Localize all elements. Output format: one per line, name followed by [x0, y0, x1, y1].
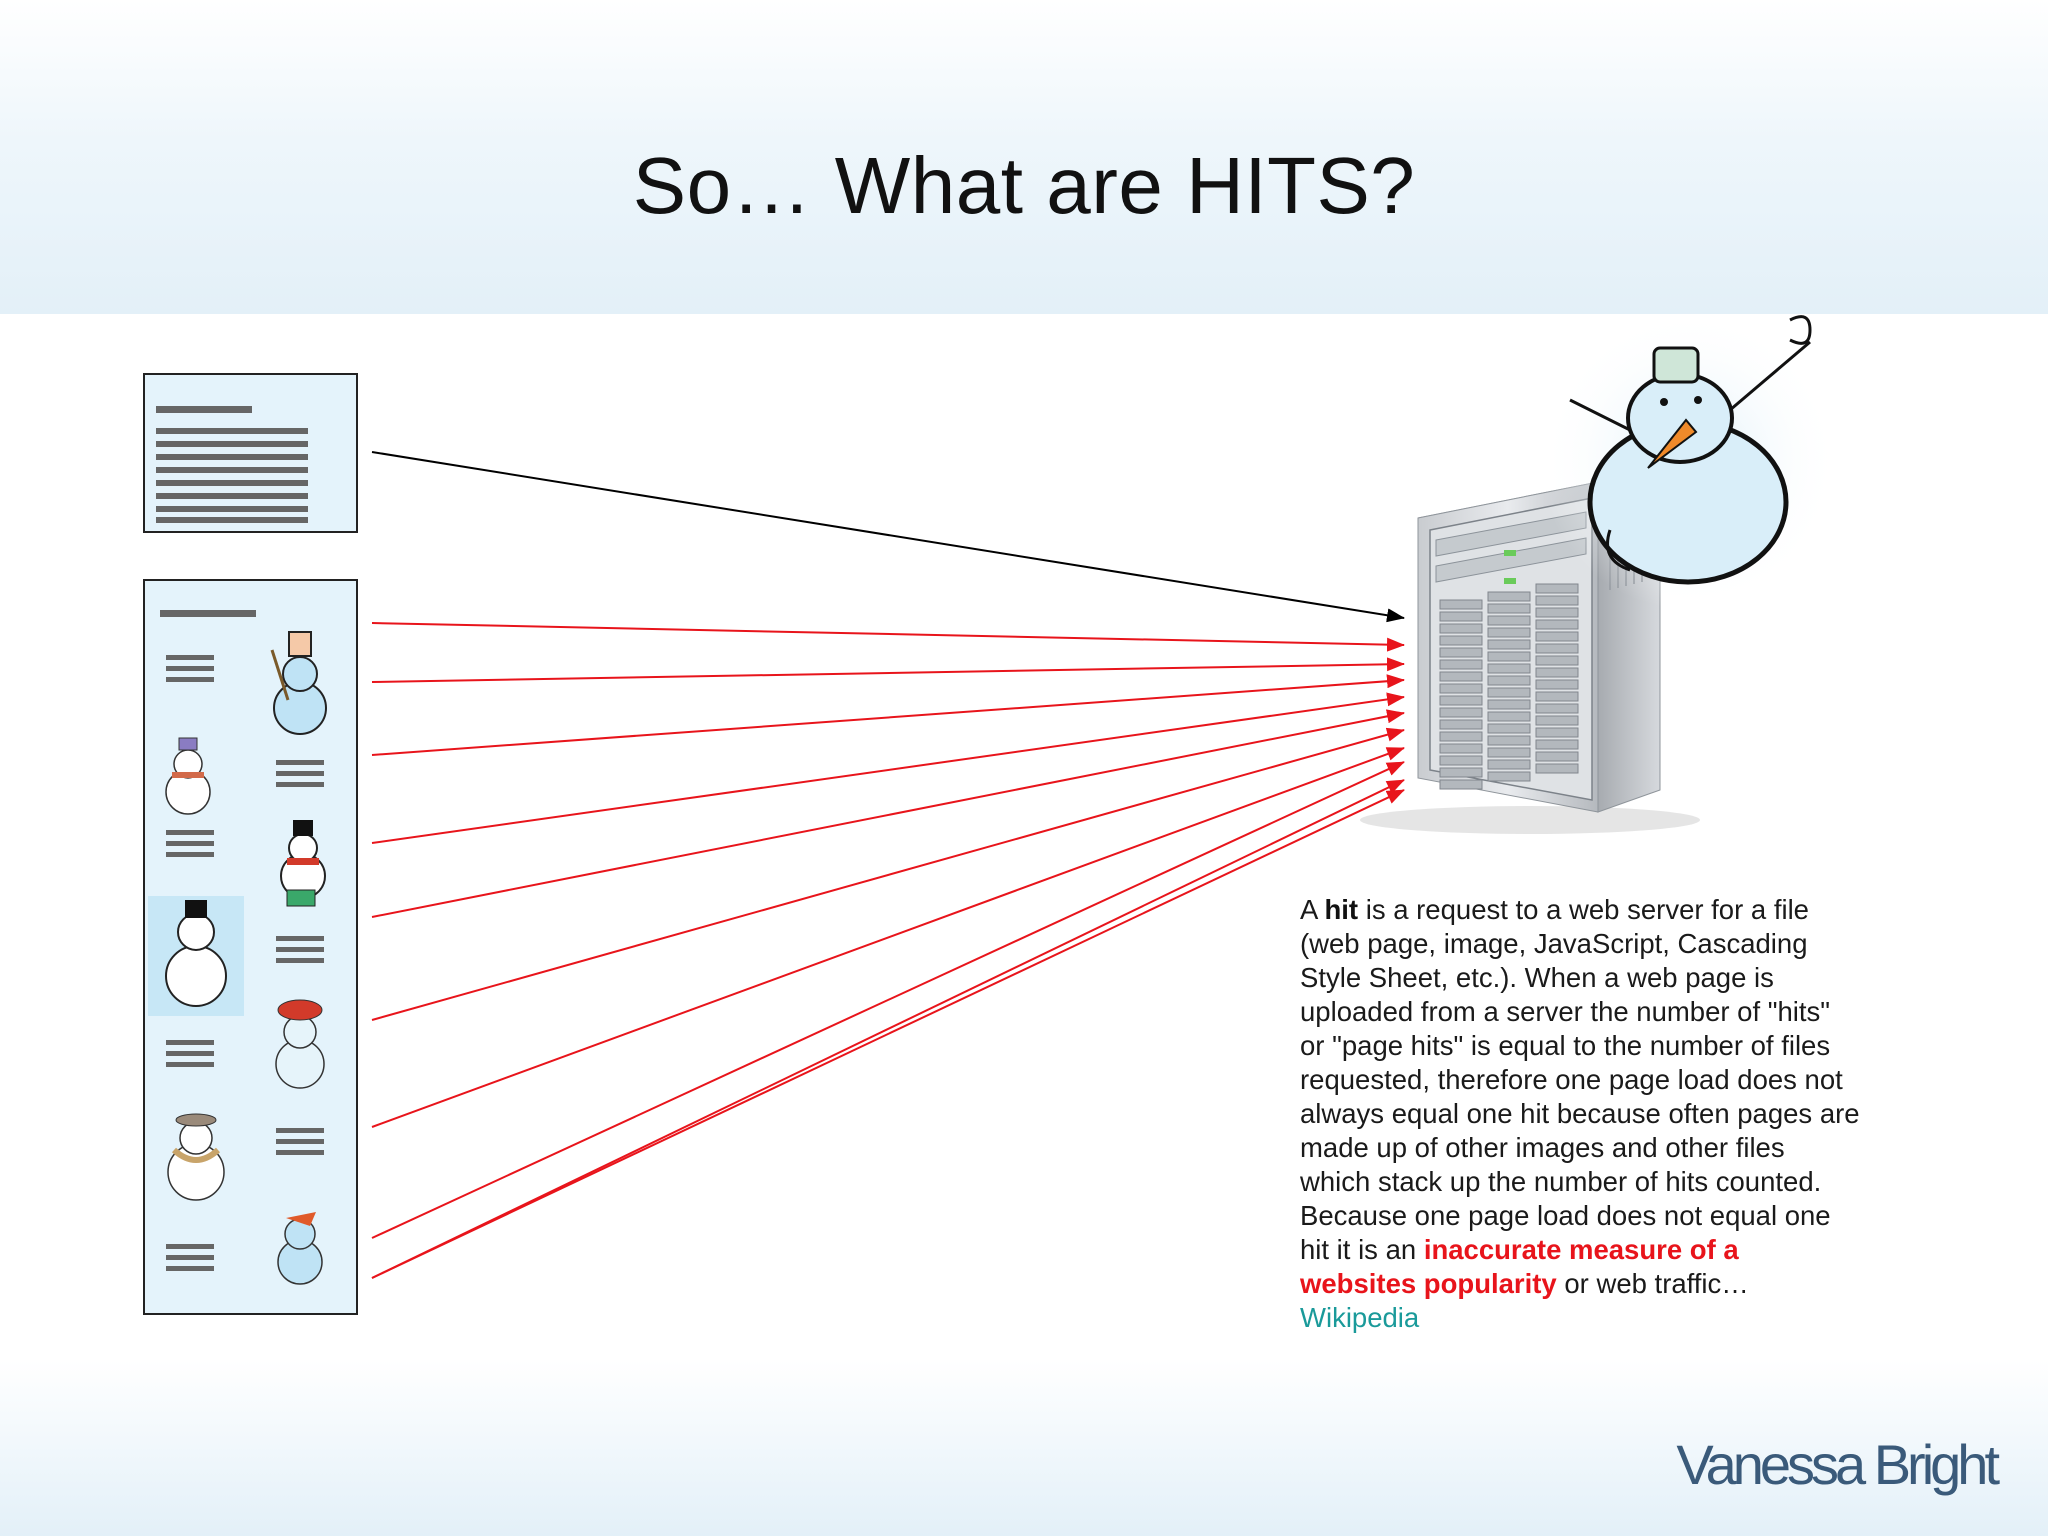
drive-bay: [1488, 736, 1530, 745]
request-arrow-image-page: [372, 730, 1404, 1020]
drive-bay: [1488, 724, 1530, 733]
drive-bay: [1536, 656, 1578, 665]
bold-term: hit: [1324, 894, 1358, 925]
definition-text-intro: A: [1300, 894, 1324, 925]
drive-bay: [1440, 684, 1482, 693]
drive-bay: [1488, 628, 1530, 637]
hit-definition-text: A hit is a request to a web server for a…: [1300, 893, 1860, 1335]
drive-bay: [1536, 716, 1578, 725]
drive-bay: [1536, 596, 1578, 605]
snowman-icon: [148, 896, 244, 1016]
drive-bay: [1536, 704, 1578, 713]
drive-bay: [1488, 748, 1530, 757]
request-arrow-image-page: [372, 748, 1404, 1127]
drive-bay: [1440, 612, 1482, 621]
drive-bay: [1440, 744, 1482, 753]
drive-bay: [1536, 608, 1578, 617]
drive-bay: [1536, 620, 1578, 629]
drive-bay: [1440, 624, 1482, 633]
drive-bay: [1536, 584, 1578, 593]
drive-bay: [1440, 756, 1482, 765]
drive-bay: [1488, 700, 1530, 709]
drive-bay: [1536, 740, 1578, 749]
drive-bay: [1488, 712, 1530, 721]
text-only-page: [144, 374, 357, 532]
definition-text-body: is a request to a web server for a file …: [1300, 894, 1860, 1265]
drive-bay: [1440, 780, 1482, 789]
drive-bay: [1536, 680, 1578, 689]
drive-bay: [1536, 644, 1578, 653]
drive-bay: [1536, 764, 1578, 773]
drive-bay: [1536, 752, 1578, 761]
drive-bay: [1440, 636, 1482, 645]
request-arrows: [372, 452, 1404, 1278]
drive-bay: [1488, 676, 1530, 685]
drive-bay: [1440, 720, 1482, 729]
wikipedia-link[interactable]: Wikipedia: [1300, 1302, 1419, 1333]
request-arrow-text-page: [372, 452, 1404, 618]
drive-bay: [1440, 660, 1482, 669]
drive-bay: [1488, 592, 1530, 601]
image-page: [144, 580, 357, 1314]
drive-bay: [1440, 648, 1482, 657]
drive-bay: [1440, 708, 1482, 717]
definition-text-tail: or web traffic…: [1557, 1268, 1749, 1299]
request-arrow-image-page: [372, 762, 1404, 1238]
drive-bay: [1488, 604, 1530, 613]
drive-bay: [1440, 696, 1482, 705]
request-arrow-image-page: [372, 664, 1404, 682]
drive-bay: [1536, 668, 1578, 677]
request-arrow-image-page: [372, 790, 1404, 1278]
drive-bay: [1488, 760, 1530, 769]
drive-bay: [1440, 768, 1482, 777]
drive-bay: [1488, 664, 1530, 673]
drive-bay: [1536, 692, 1578, 701]
drive-bay: [1536, 632, 1578, 641]
drive-bay: [1536, 728, 1578, 737]
drive-bay: [1440, 600, 1482, 609]
drive-bay: [1488, 640, 1530, 649]
request-arrow-image-page: [372, 623, 1404, 645]
request-arrow-image-page: [372, 780, 1404, 1278]
request-arrow-image-page: [372, 697, 1404, 843]
drive-bay: [1440, 672, 1482, 681]
drive-bay: [1488, 652, 1530, 661]
brand-logo: Vanessa Bright: [1676, 1432, 1996, 1497]
drive-bay: [1488, 688, 1530, 697]
snowman-icon: [1540, 310, 1840, 610]
drive-bay: [1488, 772, 1530, 781]
drive-bay: [1488, 616, 1530, 625]
drive-bay: [1440, 732, 1482, 741]
